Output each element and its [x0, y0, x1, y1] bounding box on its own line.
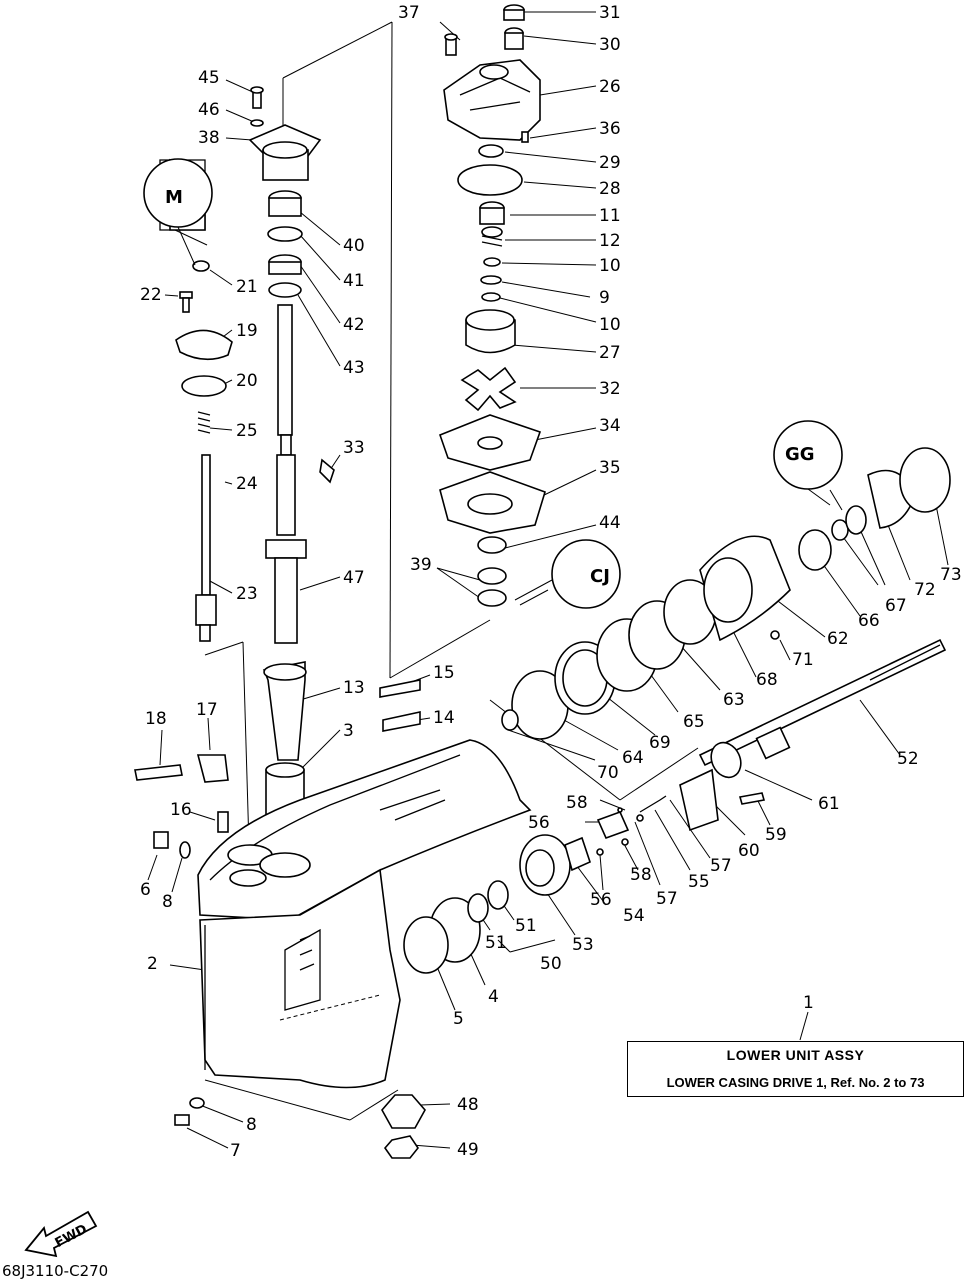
callout-20: 20 [236, 371, 258, 391]
forward-arrow-icon: FWD [24, 1210, 98, 1258]
callout-18: 18 [145, 709, 167, 729]
shift-rod-parts [159, 158, 233, 642]
callout-38: 38 [198, 128, 220, 148]
water-pump-parts [438, 4, 546, 607]
callout-12: 12 [599, 231, 621, 251]
grease-label-cj: CJ [590, 566, 610, 587]
callout-36: 36 [599, 119, 621, 139]
callout-14: 14 [433, 708, 455, 728]
callout-48: 48 [457, 1095, 479, 1115]
propeller-shaft-parts [403, 447, 951, 974]
callout-15: 15 [433, 663, 455, 683]
callout-32: 32 [599, 379, 621, 399]
callout-50: 50 [540, 954, 562, 974]
lower-casing [197, 739, 532, 1089]
callout-29: 29 [599, 153, 621, 173]
grease-label-m: M [165, 187, 183, 208]
callout-61: 61 [818, 794, 840, 814]
callout-37: 37 [398, 3, 420, 23]
callout-54: 54 [623, 906, 645, 926]
callout-10b: 10 [599, 315, 621, 335]
callout-51a: 51 [485, 933, 507, 953]
callout-72: 72 [914, 580, 936, 600]
callout-28: 28 [599, 179, 621, 199]
callout-64: 64 [622, 748, 644, 768]
callout-22: 22 [140, 285, 162, 305]
callout-24: 24 [236, 474, 258, 494]
callout-59: 59 [765, 825, 787, 845]
grease-symbol-labels: M GG CJ [165, 187, 815, 587]
callout-4: 4 [488, 987, 499, 1007]
grease-label-gg: GG [785, 444, 815, 465]
callout-43: 43 [343, 358, 365, 378]
callout-17: 17 [196, 700, 218, 720]
callout-27: 27 [599, 343, 621, 363]
callout-21: 21 [236, 277, 258, 297]
callout-9: 9 [599, 288, 610, 308]
callout-33: 33 [343, 438, 365, 458]
callout-65: 65 [683, 712, 705, 732]
callout-7: 7 [230, 1141, 241, 1161]
callout-35: 35 [599, 458, 621, 478]
callout-44: 44 [599, 513, 621, 533]
diagram-code: 68J3110-C270 [2, 1262, 109, 1280]
forward-arrow: FWD [22, 1206, 102, 1263]
callout-40: 40 [343, 236, 365, 256]
callout-46: 46 [198, 100, 220, 120]
callout-8a: 8 [162, 892, 173, 912]
callout-42: 42 [343, 315, 365, 335]
callout-58b: 58 [630, 865, 652, 885]
callout-68: 68 [756, 670, 778, 690]
callout-57b: 57 [710, 856, 732, 876]
callout-3: 3 [343, 721, 354, 741]
assembly-subtitle: LOWER CASING DRIVE 1, Ref. No. 2 to 73 [666, 1075, 925, 1090]
callout-6: 6 [140, 880, 151, 900]
callout-23: 23 [236, 584, 258, 604]
callout-73: 73 [940, 565, 962, 585]
callout-57a: 57 [656, 889, 678, 909]
callout-13: 13 [343, 678, 365, 698]
callout-47: 47 [343, 568, 365, 588]
callout-67: 67 [885, 596, 907, 616]
callout-52: 52 [897, 749, 919, 769]
callout-30: 30 [599, 35, 621, 55]
callout-39: 39 [410, 555, 432, 575]
callout-26: 26 [599, 77, 621, 97]
pinion-parts [134, 754, 426, 1159]
callout-31: 31 [599, 3, 621, 23]
callout-5: 5 [453, 1009, 464, 1029]
callout-70: 70 [597, 763, 619, 783]
callout-69: 69 [649, 733, 671, 753]
callout-8b: 8 [246, 1115, 257, 1135]
grease-symbols [143, 158, 843, 609]
callout-71: 71 [792, 650, 814, 670]
callout-2: 2 [147, 954, 158, 974]
callout-60: 60 [738, 841, 760, 861]
callout-25: 25 [236, 421, 258, 441]
callout-51b: 51 [515, 916, 537, 936]
callout-58a: 58 [566, 793, 588, 813]
callout-34: 34 [599, 416, 621, 436]
callout-56a: 56 [528, 813, 550, 833]
callout-11: 11 [599, 206, 621, 226]
callout-10a: 10 [599, 256, 621, 276]
part-callouts: 31 30 26 36 29 28 11 12 10 9 10 27 32 34… [140, 3, 962, 1161]
assembly-title-box: LOWER UNIT ASSY LOWER CASING DRIVE 1, Re… [627, 1041, 964, 1097]
assembly-title: LOWER UNIT ASSY [726, 1047, 865, 1063]
callout-19: 19 [236, 321, 258, 341]
callout-1: 1 [803, 993, 814, 1013]
callout-55: 55 [688, 872, 710, 892]
callout-41: 41 [343, 271, 365, 291]
callout-53: 53 [572, 935, 594, 955]
callout-16: 16 [170, 800, 192, 820]
callout-66: 66 [858, 611, 880, 631]
callout-49: 49 [457, 1140, 479, 1160]
callout-63: 63 [723, 690, 745, 710]
drive-shaft-parts [248, 86, 421, 823]
callout-56b: 56 [590, 890, 612, 910]
callout-45: 45 [198, 68, 220, 88]
callout-62: 62 [827, 629, 849, 649]
